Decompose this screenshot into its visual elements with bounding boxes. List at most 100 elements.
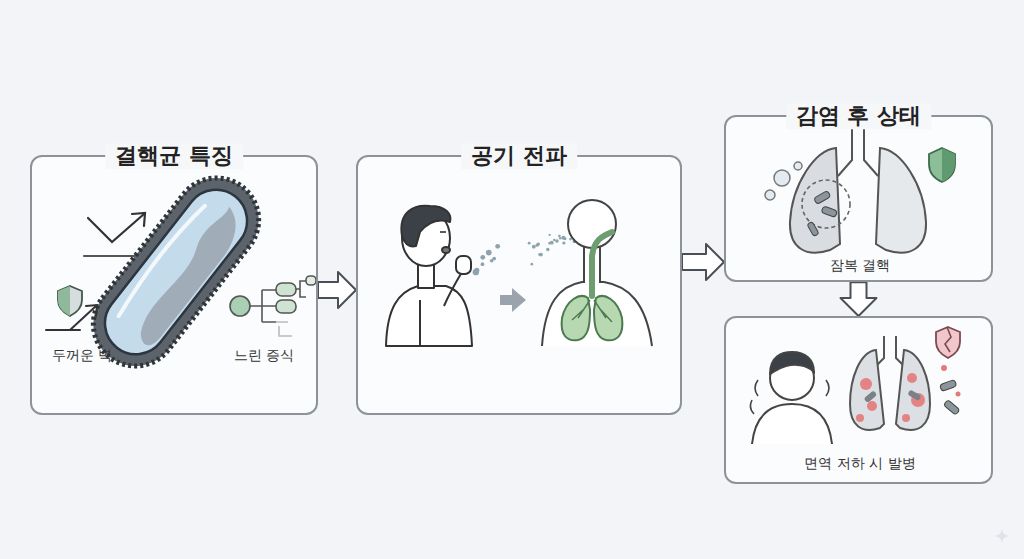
droplet [473,269,479,275]
wall-arrow-icon-part [70,306,96,330]
droplet [548,242,551,245]
damaged-lungs-part [941,365,947,371]
latent-lungs-part [821,206,837,218]
droplet [559,237,562,240]
sparkle-mark-part [994,528,1010,544]
panel-heading: 결핵균 특징 [105,143,243,169]
latent-lungs-part [807,221,819,236]
sick-person-part [750,380,829,414]
coughing-person-part [401,206,450,247]
bacterium-part [92,177,259,366]
bacterium-part [115,203,205,316]
flow-arrow [682,244,724,280]
sick-person-part [770,352,814,374]
latent-lungs-part [794,162,802,170]
inhaling-person-part [599,244,601,283]
caption-text: 면역 저하 시 발병 [804,454,915,472]
damaged-lungs-part [907,389,921,401]
sick-person-part [752,404,832,444]
broken-shield-icon-part [936,327,960,358]
droplet [546,248,549,251]
growth-branch-icon-part [230,296,250,316]
damaged-lungs-part [896,350,930,430]
sparkle-mark [994,528,1010,544]
coughing-person-part [444,272,462,306]
coughing-person-part [440,231,446,233]
droplet [492,257,496,261]
droplet [553,239,555,241]
panel-fill [30,155,318,415]
droplet [537,242,540,245]
latent-lungs [765,122,926,253]
growth-branch-icon-part [296,281,306,297]
droplet [528,242,531,245]
coughing-person-part [386,286,472,346]
process-box: 감염 후 상태잠복 결핵 [724,115,993,282]
damaged-lungs-part [856,373,925,422]
tilt-arrow-icon-part [132,213,145,226]
wall-arrow-icon [46,305,97,330]
panel-fill [724,115,993,282]
inhaling-person-part [568,200,616,248]
damaged-lungs-part-part [860,378,872,390]
latent-lungs-part [790,148,840,253]
transfer-arrow [500,288,526,312]
panel-heading: 감염 후 상태 [786,103,931,129]
latent-lungs-part [838,122,878,176]
process-box: 결핵균 특징두꺼운 벽느린 증식 [30,155,318,415]
process-box: 면역 저하 시 발병 [724,316,993,484]
coughing-person [386,206,472,346]
tilt-arrow-icon-part [88,214,144,242]
sick-person [750,352,832,444]
shield-icon-part [58,286,70,316]
growth-branch-icon-part [276,300,296,313]
droplet [486,250,492,256]
coughing-person-part [442,247,450,253]
damaged-lungs-part-part [856,414,864,422]
droplet [531,263,534,266]
droplet [539,253,543,257]
damaged-lungs-part [850,350,884,430]
broken-shield-icon-part [945,327,951,352]
latent-lungs-part [876,148,926,253]
caption-text: 느린 증식 [234,346,294,364]
growth-branch-icon-part [276,322,292,336]
panel-fill [30,115,993,484]
droplet [555,239,559,243]
shield-icon-part [942,148,955,182]
damaged-lungs-part [863,390,877,403]
growth-branch-icon-part [276,283,296,296]
process-box: 공기 전파 [356,155,682,415]
shield-icon [929,148,955,182]
panel-fill [724,316,993,484]
transfer-arrow-part [500,288,526,312]
flow-arrow [841,282,877,316]
panel-heading: 공기 전파 [461,143,577,169]
shield-icon-part [929,148,955,182]
droplet [532,245,536,249]
droplet [481,262,485,266]
droplet [558,235,561,238]
latent-lungs-part [814,190,831,204]
droplet [495,244,500,249]
damaged-lungs-part-part [867,401,877,411]
broken-shield-icon [936,327,960,358]
droplet [562,241,565,244]
shield-icon [58,286,82,316]
droplet [569,238,572,241]
damaged-lungs-part [874,336,906,368]
droplet [480,255,485,260]
flow-arrow [318,272,356,308]
panel-fill [356,155,682,415]
growth-branch-icon-part [306,276,316,285]
inhaling-person-part [542,282,652,346]
wall-arrow-icon-part [46,329,80,331]
coughing-person-part [456,256,471,274]
inhaling-person-part [562,296,590,340]
caption-text: 두꺼운 벽 [52,346,112,364]
latent-lungs-part [765,190,775,200]
droplet [561,236,565,240]
inhaling-person-part [592,232,612,296]
